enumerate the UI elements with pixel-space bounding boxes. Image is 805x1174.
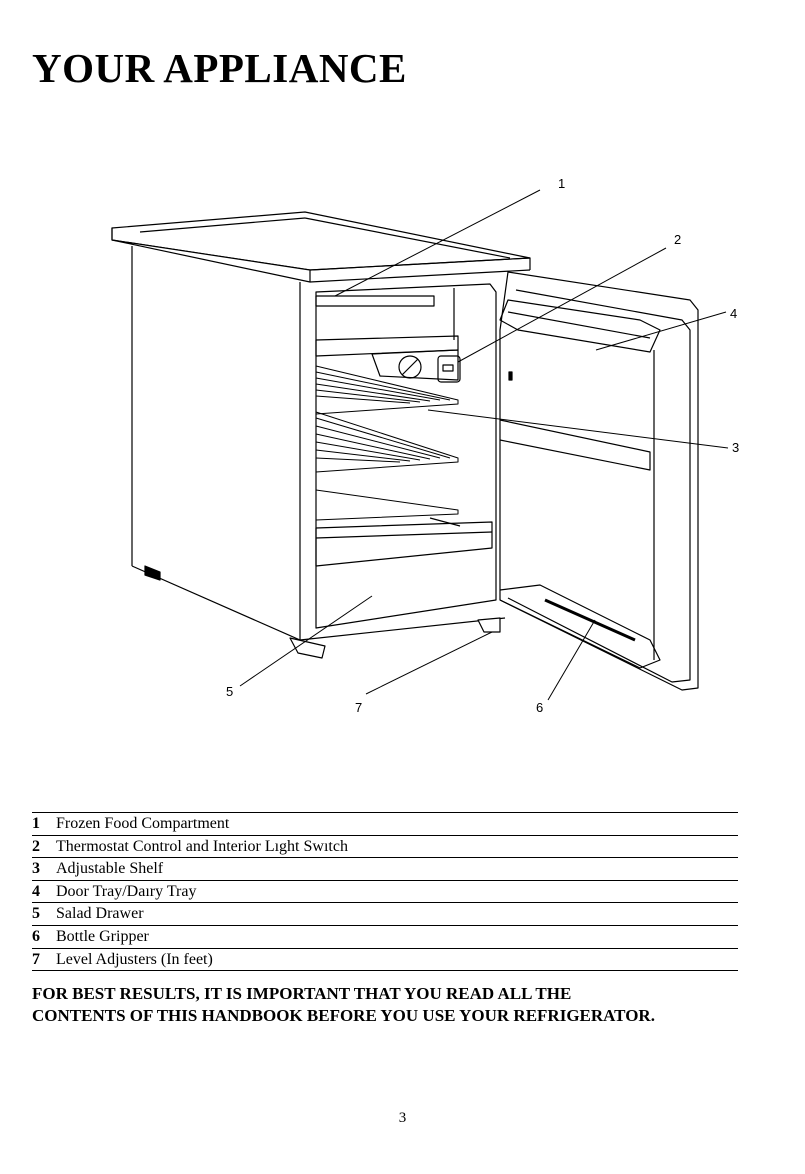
- callout-5: 5: [226, 684, 233, 699]
- notice-line-1: FOR BEST RESULTS, IT IS IMPORTANT THAT Y…: [32, 984, 572, 1003]
- salad-drawer-illustration: [315, 517, 493, 567]
- interior-illustration: [315, 283, 497, 629]
- wire-shelves-illustration: [315, 365, 459, 521]
- legend-number: 4: [32, 882, 40, 900]
- callout-7: 7: [355, 700, 362, 715]
- page-title: YOUR APPLIANCE: [32, 45, 407, 91]
- callout-4: 4: [730, 306, 737, 321]
- legend-row: 4 Door Tray/Daıry Tray: [32, 879, 738, 903]
- legend-number: 2: [32, 837, 40, 855]
- legend-number: 3: [32, 860, 40, 878]
- notice-line-2: CONTENTS OF THIS HANDBOOK BEFORE YOU USE…: [32, 1006, 655, 1025]
- important-notice: FOR BEST RESULTS, IT IS IMPORTANT THAT Y…: [32, 983, 772, 1027]
- legend-label: Frozen Food Compartment: [56, 815, 230, 832]
- callout-3: 3: [732, 440, 739, 455]
- cabinet-illustration: [131, 246, 506, 659]
- legend-row: 7 Level Adjusters (In feet): [32, 947, 738, 972]
- page-number: 3: [398, 1110, 407, 1126]
- legend-label: Thermostat Control and Interior Lıght Sw…: [56, 837, 348, 855]
- legend-label: Level Adjusters (In feet): [56, 950, 213, 968]
- callout-1: 1: [558, 176, 565, 191]
- legend-label: Door Tray/Daıry Tray: [56, 882, 197, 900]
- legend-row: 5 Salad Drawer: [32, 902, 738, 925]
- door-illustration: [499, 271, 699, 691]
- callout-6: 6: [536, 700, 543, 715]
- callout-2: 2: [674, 232, 681, 247]
- legend-row: 3 Adjustable Shelf: [32, 857, 738, 880]
- legend-row: 6 Bottle Gripper: [32, 924, 738, 948]
- legend-row: 1 Frozen Food Compartment: [32, 812, 738, 835]
- legend-row: 2 Thermostat Control and Interior Lıght …: [32, 834, 738, 858]
- leader-lines: [239, 189, 729, 701]
- legend-number: 7: [32, 950, 40, 968]
- worktop-illustration: [111, 211, 531, 283]
- legend-label: Salad Drawer: [56, 905, 144, 923]
- callout-numbers: 1 2 3 4 5 6 7: [226, 176, 739, 715]
- legend-label: Adjustable Shelf: [56, 860, 164, 878]
- refrigerator-diagram: 1 2 3 4 5 6 7: [0, 170, 805, 730]
- parts-legend: 1 Frozen Food Compartment 2 Thermostat C…: [32, 812, 738, 972]
- legend-number: 5: [32, 905, 40, 923]
- legend-number: 1: [32, 815, 40, 832]
- legend-number: 6: [32, 927, 40, 945]
- legend-label: Bottle Gripper: [56, 927, 149, 945]
